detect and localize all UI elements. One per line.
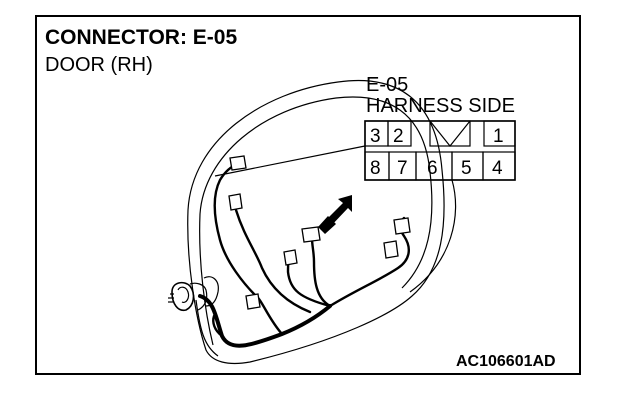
callout-leader-line (409, 179, 457, 293)
connector-key (429, 120, 471, 147)
harness-connector (245, 293, 261, 310)
connector-face: 3 2 1 8 7 6 5 4 (364, 120, 516, 181)
arrow-icon (318, 195, 352, 234)
harness-connector (229, 155, 247, 171)
connector-title: CONNECTOR: E-05 (45, 26, 237, 49)
pin-label: 1 (493, 126, 504, 147)
pin-cell-4 (482, 151, 516, 181)
harness-connector (283, 249, 298, 266)
pin-label: 5 (461, 158, 472, 179)
figure-reference-code: AC106601AD (456, 353, 556, 370)
pin-label: 3 (370, 126, 381, 147)
pin-label: 4 (492, 158, 503, 179)
harness-connector (383, 240, 399, 259)
pin-label: 8 (370, 158, 381, 179)
pin-label: 2 (393, 126, 404, 147)
harness-connector (393, 217, 411, 235)
target-connector-e05 (301, 226, 321, 243)
diagram-frame (35, 15, 581, 375)
harness-grommet (168, 276, 219, 312)
harness-connector (228, 193, 243, 211)
harness-connectors (228, 155, 411, 310)
connector-key-mark (429, 120, 471, 147)
door-panel (187, 79, 445, 365)
pin-label: 7 (397, 158, 408, 179)
callout-leader-line (214, 145, 366, 177)
pin-label: 6 (427, 158, 438, 179)
door-label: DOOR (RH) (45, 54, 153, 76)
harness-side-label: HARNESS SIDE (366, 95, 515, 117)
